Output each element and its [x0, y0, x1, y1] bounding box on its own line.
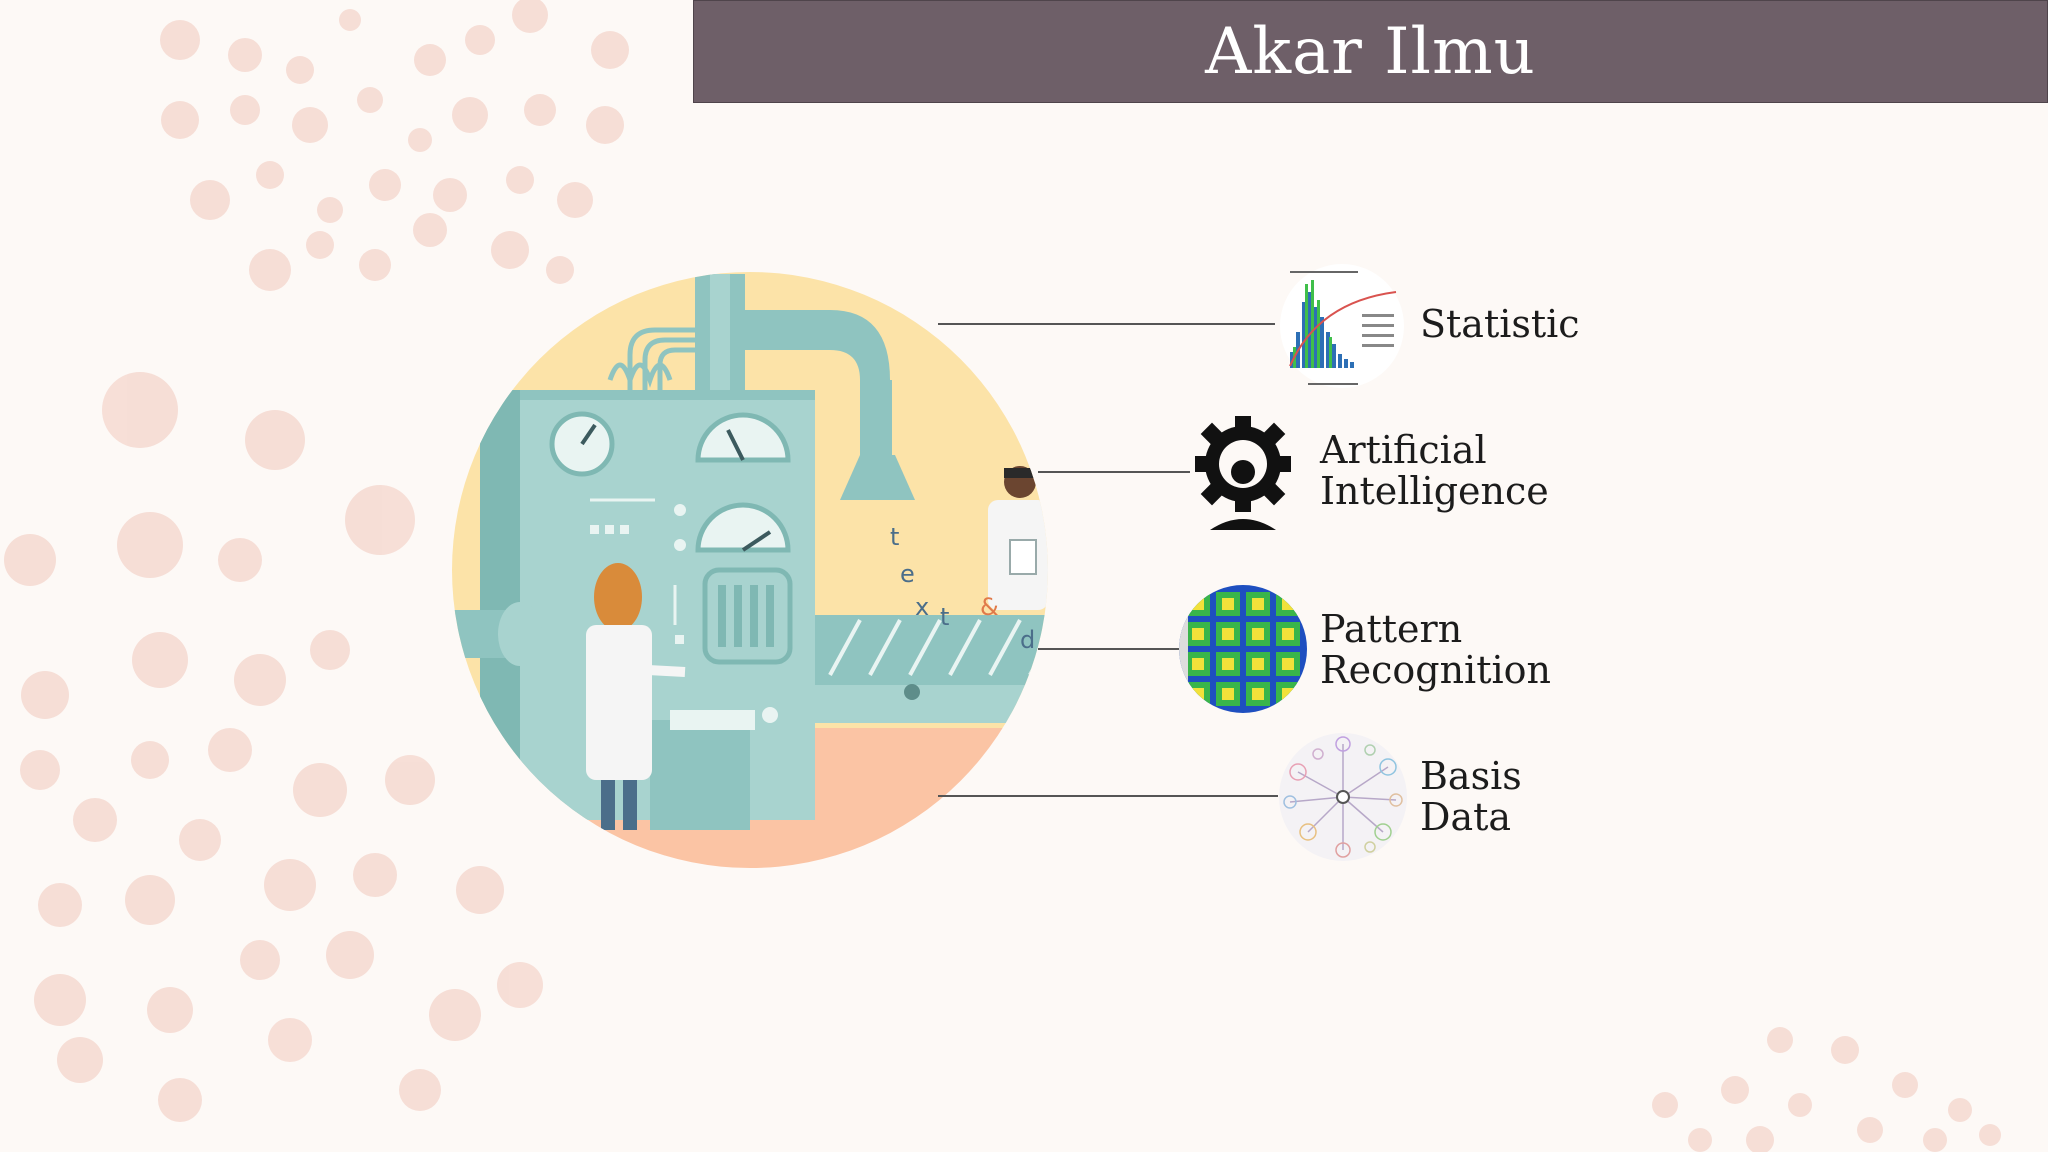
- illustration-letter: t: [890, 523, 899, 551]
- basis-data-label: Basis Data: [1420, 754, 1522, 839]
- artificial-intelligence-label: Artificial Intelligence: [1320, 428, 1549, 513]
- pattern-recognition-label: Pattern Recognition: [1320, 607, 1551, 692]
- illustration-letter: t: [940, 603, 949, 631]
- illustration-letter: x: [915, 593, 929, 621]
- network-graph-icon: [1279, 733, 1407, 861]
- heatmap-grid-icon: [1179, 585, 1307, 713]
- illustration-letter: d: [1020, 626, 1035, 654]
- title-bar: Akar Ilmu: [693, 0, 2048, 103]
- illustration-letter: &: [980, 593, 999, 621]
- illustration-letter: e: [900, 560, 915, 588]
- gear-head-icon: [1195, 416, 1291, 530]
- bar-chart-icon: [1280, 264, 1404, 388]
- factory-illustration: t e x t & d: [452, 272, 1048, 868]
- statistic-label: Statistic: [1420, 302, 1580, 346]
- slide-title: Akar Ilmu: [1205, 14, 1536, 89]
